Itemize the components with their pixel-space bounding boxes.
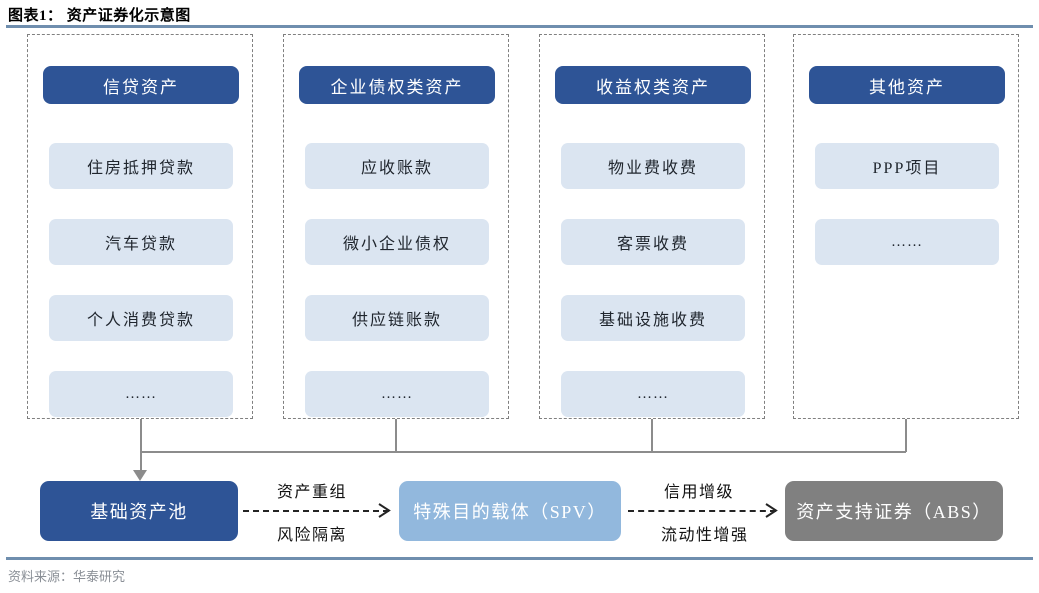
flow-label-liquidity-enhancement: 流动性增强 bbox=[661, 527, 749, 544]
arrowhead-right-icon bbox=[765, 503, 778, 518]
connector-arrowhead-down-icon bbox=[133, 470, 147, 481]
asset-item-chip: 物业费收费 bbox=[561, 143, 745, 189]
title-rule-top bbox=[6, 25, 1033, 28]
flow-label-asset-restructuring: 资产重组 bbox=[277, 484, 348, 501]
flow-box-asset-pool: 基础资产池 bbox=[40, 481, 238, 541]
arrowhead-right-icon bbox=[378, 503, 391, 518]
category-item-list: 应收账款 微小企业债权 供应链账款 …… bbox=[305, 143, 489, 447]
flow-box-abs: 资产支持证券（ABS） bbox=[785, 481, 1003, 541]
asset-item-chip: 应收账款 bbox=[305, 143, 489, 189]
category-header-credit-assets: 信贷资产 bbox=[43, 66, 239, 104]
flow-arrow-spv-to-abs bbox=[628, 503, 778, 518]
asset-item-chip: 基础设施收费 bbox=[561, 295, 745, 341]
asset-item-chip-ellipsis: …… bbox=[815, 219, 999, 265]
category-item-list: PPP项目 …… bbox=[815, 143, 999, 295]
asset-category-column: 其他资产 PPP项目 …… bbox=[793, 34, 1019, 419]
source-note: 资料来源：华泰研究 bbox=[8, 569, 126, 584]
connector-vertical-column-3 bbox=[651, 419, 653, 452]
asset-item-chip-ellipsis: …… bbox=[305, 371, 489, 417]
connector-vertical-column-4 bbox=[905, 419, 907, 452]
asset-item-chip: PPP项目 bbox=[815, 143, 999, 189]
dashed-line bbox=[243, 510, 389, 512]
connector-bus-line bbox=[140, 451, 906, 453]
asset-item-chip: 住房抵押贷款 bbox=[49, 143, 233, 189]
connector-vertical-column-1 bbox=[140, 419, 142, 477]
asset-item-chip-ellipsis: …… bbox=[561, 371, 745, 417]
asset-item-chip: 个人消费贷款 bbox=[49, 295, 233, 341]
footer-rule bbox=[6, 557, 1033, 560]
category-header-corporate-debt-assets: 企业债权类资产 bbox=[299, 66, 495, 104]
category-header-other-assets: 其他资产 bbox=[809, 66, 1005, 104]
asset-category-column: 企业债权类资产 应收账款 微小企业债权 供应链账款 …… bbox=[283, 34, 509, 419]
flow-arrow-pool-to-spv bbox=[243, 503, 391, 518]
dashed-line bbox=[628, 510, 776, 512]
flow-label-credit-enhancement: 信用增级 bbox=[664, 484, 735, 501]
asset-item-chip: 汽车贷款 bbox=[49, 219, 233, 265]
figure-title: 图表1： 资产证券化示意图 bbox=[8, 8, 191, 24]
asset-item-chip-ellipsis: …… bbox=[49, 371, 233, 417]
asset-item-chip: 微小企业债权 bbox=[305, 219, 489, 265]
asset-category-column: 信贷资产 住房抵押贷款 汽车贷款 个人消费贷款 …… bbox=[27, 34, 253, 419]
asset-category-column: 收益权类资产 物业费收费 客票收费 基础设施收费 …… bbox=[539, 34, 765, 419]
asset-item-chip: 供应链账款 bbox=[305, 295, 489, 341]
flow-box-spv: 特殊目的载体（SPV） bbox=[399, 481, 621, 541]
category-item-list: 住房抵押贷款 汽车贷款 个人消费贷款 …… bbox=[49, 143, 233, 447]
category-item-list: 物业费收费 客票收费 基础设施收费 …… bbox=[561, 143, 745, 447]
category-header-revenue-right-assets: 收益权类资产 bbox=[555, 66, 751, 104]
flow-label-risk-isolation: 风险隔离 bbox=[277, 527, 348, 544]
asset-item-chip: 客票收费 bbox=[561, 219, 745, 265]
connector-vertical-column-2 bbox=[395, 419, 397, 452]
